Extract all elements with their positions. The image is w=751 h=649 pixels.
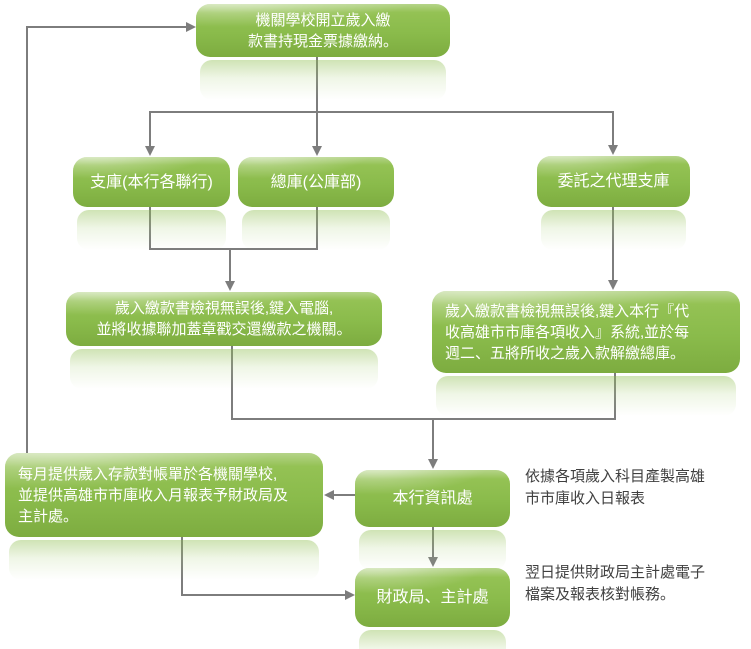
connector-branch-sub-treasury	[149, 111, 151, 147]
arrowhead-into-delegated-agent	[608, 145, 618, 155]
node-finance-bureau: 財政局、主計處	[355, 568, 510, 649]
node-process-right-label: 歲入繳款書檢視無誤後,鍵入本行『代 收高雄市市庫各項收入』系統,並於每 週二、五…	[445, 302, 690, 362]
node-sub-treasury-label: 支庫(本行各聯行)	[90, 173, 213, 191]
connector-sub-treasury-down	[149, 207, 151, 250]
arrowhead-into-monthly-statement	[324, 490, 334, 500]
connector-merge1-down	[229, 248, 231, 282]
connector-process-right-down	[614, 373, 616, 420]
connector-feedback-vertical	[26, 26, 28, 453]
connector-branch-main-treasury	[316, 111, 318, 147]
connector-feedback-horizontal	[26, 26, 186, 28]
node-sub-treasury: 支庫(本行各聯行)	[73, 157, 230, 250]
node-process-left: 歲入繳款書檢視無誤後,鍵入電腦, 並將收據聯加蓋章戳交還繳款之機關。	[66, 292, 382, 389]
arrowhead-into-process-right	[608, 280, 618, 290]
connector-delegated-agent-down	[612, 207, 614, 281]
connector-main-treasury-down	[316, 207, 318, 250]
connector-it-dept-down	[432, 527, 434, 558]
connector-top-down	[316, 57, 318, 113]
node-main-treasury-label: 總庫(公庫部)	[270, 173, 362, 191]
node-monthly-statement-label: 每月提供歲入存款對帳單於各機關學校, 並提供高雄市市庫收入月報表予財政局及 主計…	[18, 465, 289, 525]
node-process-left-label: 歲入繳款書檢視無誤後,鍵入電腦, 並將收據聯加蓋章戳交還繳款之機關。	[96, 300, 352, 338]
arrowhead-into-main-treasury	[312, 146, 322, 156]
connector-monthly-right	[181, 594, 346, 596]
connector-monthly-down	[181, 537, 183, 596]
arrowhead-into-finance-bureau-left	[345, 590, 355, 600]
arrowhead-into-process-left	[225, 281, 235, 291]
connector-branch-delegated-agent	[612, 111, 614, 146]
arrowhead-into-finance-bureau-top	[428, 557, 438, 567]
connector-merge1-horizontal	[149, 248, 318, 250]
node-delegated-agent: 委託之代理支庫	[537, 156, 690, 250]
node-bank-it-dept: 本行資訊處	[355, 470, 510, 570]
node-delegated-agent-label: 委託之代理支庫	[557, 173, 670, 190]
note-next-day-check: 翌日提供財政局主計處電子 檔案及報表核對帳務。	[525, 564, 706, 603]
arrowhead-into-agency-school	[186, 22, 196, 32]
node-agency-school: 機關學校開立歲入繳 款書持現金票據繳納。	[196, 4, 450, 100]
arrowhead-into-sub-treasury	[145, 146, 155, 156]
connector-merge2-down	[432, 418, 434, 460]
note-daily-report: 依據各項歲入科目產製高雄 市市庫收入日報表	[525, 468, 706, 507]
node-agency-school-label: 機關學校開立歲入繳 款書持現金票據繳納。	[247, 11, 398, 50]
node-process-right: 歲入繳款書檢視無誤後,鍵入本行『代 收高雄市市庫各項收入』系統,並於每 週二、五…	[432, 291, 740, 416]
node-bank-it-dept-label: 本行資訊處	[392, 490, 473, 507]
arrowhead-into-bank-it-dept	[428, 459, 438, 469]
connector-merge2-horizontal	[231, 418, 616, 420]
node-finance-bureau-label: 財政局、主計處	[376, 589, 489, 606]
connector-process-left-down	[231, 346, 233, 420]
node-main-treasury: 總庫(公庫部)	[238, 157, 394, 250]
connector-it-dept-left	[333, 494, 355, 496]
node-monthly-statement: 每月提供歲入存款對帳單於各機關學校, 並提供高雄市市庫收入月報表予財政局及 主計…	[5, 453, 323, 580]
connector-branch-rail	[149, 111, 614, 113]
